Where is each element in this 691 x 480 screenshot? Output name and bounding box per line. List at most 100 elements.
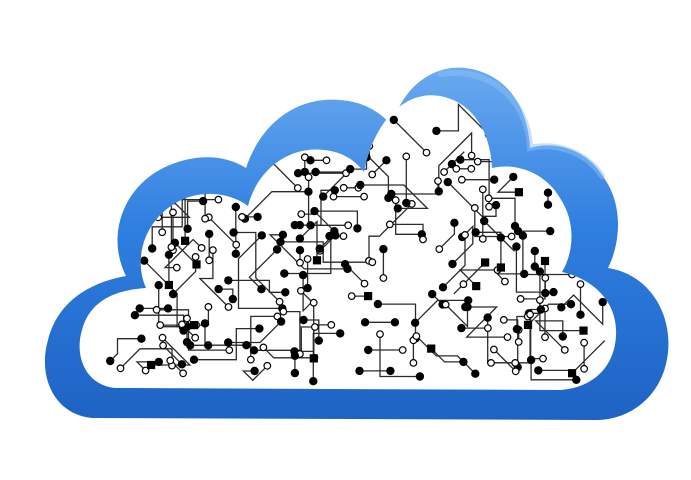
circuit-node-filled xyxy=(434,187,443,196)
circuit-node-filled xyxy=(272,245,282,254)
circuit-node-filled xyxy=(223,338,233,347)
circuit-node-filled xyxy=(450,218,459,227)
circuit-node-filled xyxy=(135,304,144,313)
circuit-node-filled xyxy=(443,177,452,187)
circuit-node-filled xyxy=(276,317,286,326)
circuit-node-filled xyxy=(179,326,188,335)
circuit-trace xyxy=(158,198,219,218)
circuit-node-hollow xyxy=(507,232,516,241)
circuit-node-hollow xyxy=(484,324,492,333)
circuit-node-filled xyxy=(356,180,365,190)
circuit-node-hollow xyxy=(293,184,302,192)
circuit-trace xyxy=(483,220,515,252)
circuit-node-hollow xyxy=(179,369,188,378)
circuit-pad xyxy=(514,188,524,197)
circuit-node-filled xyxy=(343,264,352,274)
circuit-node-hollow xyxy=(441,300,450,309)
circuit-trace xyxy=(241,365,268,382)
circuit-trace xyxy=(515,246,554,293)
circuit-pad xyxy=(364,292,373,301)
circuit-node-filled xyxy=(598,297,607,307)
circuit-node-hollow xyxy=(191,333,200,342)
circuit-pad xyxy=(190,321,199,330)
circuit-node-filled xyxy=(298,270,308,280)
circuit-trace xyxy=(109,338,142,362)
circuit-node-hollow xyxy=(224,303,233,311)
circuit-node-hollow xyxy=(214,195,223,204)
circuit-node-hollow xyxy=(541,274,550,282)
circuit-node-hollow xyxy=(259,343,268,352)
circuit-trace xyxy=(530,360,577,381)
circuit-node-filled xyxy=(471,228,480,237)
circuit-node-hollow xyxy=(459,280,468,289)
circuit-node-hollow xyxy=(576,280,585,289)
circuit-node-hollow xyxy=(434,177,442,185)
circuit-node-filled xyxy=(168,289,178,299)
circuit-pad xyxy=(579,326,588,335)
circuit-trace xyxy=(453,262,486,295)
circuit-node-filled xyxy=(200,319,210,328)
circuit-trace xyxy=(430,348,464,363)
circuit-node-hollow xyxy=(303,255,312,263)
circuit-trace xyxy=(314,210,359,229)
circuit-node-hollow xyxy=(158,228,167,237)
circuit-trace xyxy=(250,315,278,360)
circuit-node-hollow xyxy=(541,333,549,342)
circuit-node-filled xyxy=(518,231,528,240)
circuit-node-filled xyxy=(228,294,237,304)
circuit-node-hollow xyxy=(412,332,421,341)
circuit-node-filled xyxy=(373,299,383,309)
circuit-node-filled xyxy=(393,204,402,213)
circuit-node-filled xyxy=(164,250,174,259)
circuit-node-filled xyxy=(512,242,521,251)
circuit-node-hollow xyxy=(452,164,461,173)
circuit-trace xyxy=(538,340,606,374)
circuit-node-filled xyxy=(300,167,309,177)
circuit-node-hollow xyxy=(457,175,466,184)
circuit-node-filled xyxy=(249,346,259,355)
circuit-node-filled xyxy=(471,369,480,378)
circuit-node-filled xyxy=(534,366,543,375)
circuit-trace xyxy=(268,234,348,270)
circuit-trace xyxy=(534,320,566,351)
circuit-node-hollow xyxy=(191,252,200,261)
circuit-node-hollow xyxy=(368,258,377,267)
circuit-node-filled xyxy=(290,220,299,230)
circuit-node-hollow xyxy=(339,232,348,241)
circuit-node-filled xyxy=(314,336,323,345)
circuit-node-filled xyxy=(306,221,315,230)
circuit-node-filled xyxy=(290,368,300,378)
circuit-node-hollow xyxy=(205,256,214,265)
circuit-node-filled xyxy=(229,228,238,237)
circuit-trace xyxy=(560,294,604,326)
circuit-node-hollow xyxy=(304,173,313,182)
circuit-node-hollow xyxy=(225,346,234,355)
circuit-node-filled xyxy=(280,269,289,278)
circuit-node-filled xyxy=(382,156,391,165)
circuit-node-filled xyxy=(558,332,568,341)
circuit-node-filled xyxy=(572,375,581,384)
circuit-node-filled xyxy=(415,372,425,381)
circuit-node-filled xyxy=(386,366,395,376)
circuit-node-hollow xyxy=(402,152,411,161)
circuit-node-filled xyxy=(543,188,553,197)
circuit-node-filled xyxy=(311,167,320,177)
circuit-node-hollow xyxy=(467,164,476,173)
circuit-trace xyxy=(445,304,469,328)
circuit-node-filled xyxy=(276,237,285,247)
circuit-node-filled xyxy=(105,356,115,366)
circuit-node-hollow xyxy=(478,234,487,243)
circuit-node-hollow xyxy=(208,246,217,255)
circuit-node-hollow xyxy=(297,286,305,295)
circuit-node-filled xyxy=(535,267,545,276)
circuit-node-filled xyxy=(353,224,362,233)
circuit-trace xyxy=(283,310,301,354)
circuit-node-hollow xyxy=(238,212,246,221)
circuit-node-filled xyxy=(163,304,173,313)
circuit-node-filled xyxy=(295,234,305,243)
circuit-trace xyxy=(151,195,183,249)
circuit-node-hollow xyxy=(511,367,520,376)
circuit-node-hollow xyxy=(435,245,444,254)
circuit-trace xyxy=(228,321,282,344)
